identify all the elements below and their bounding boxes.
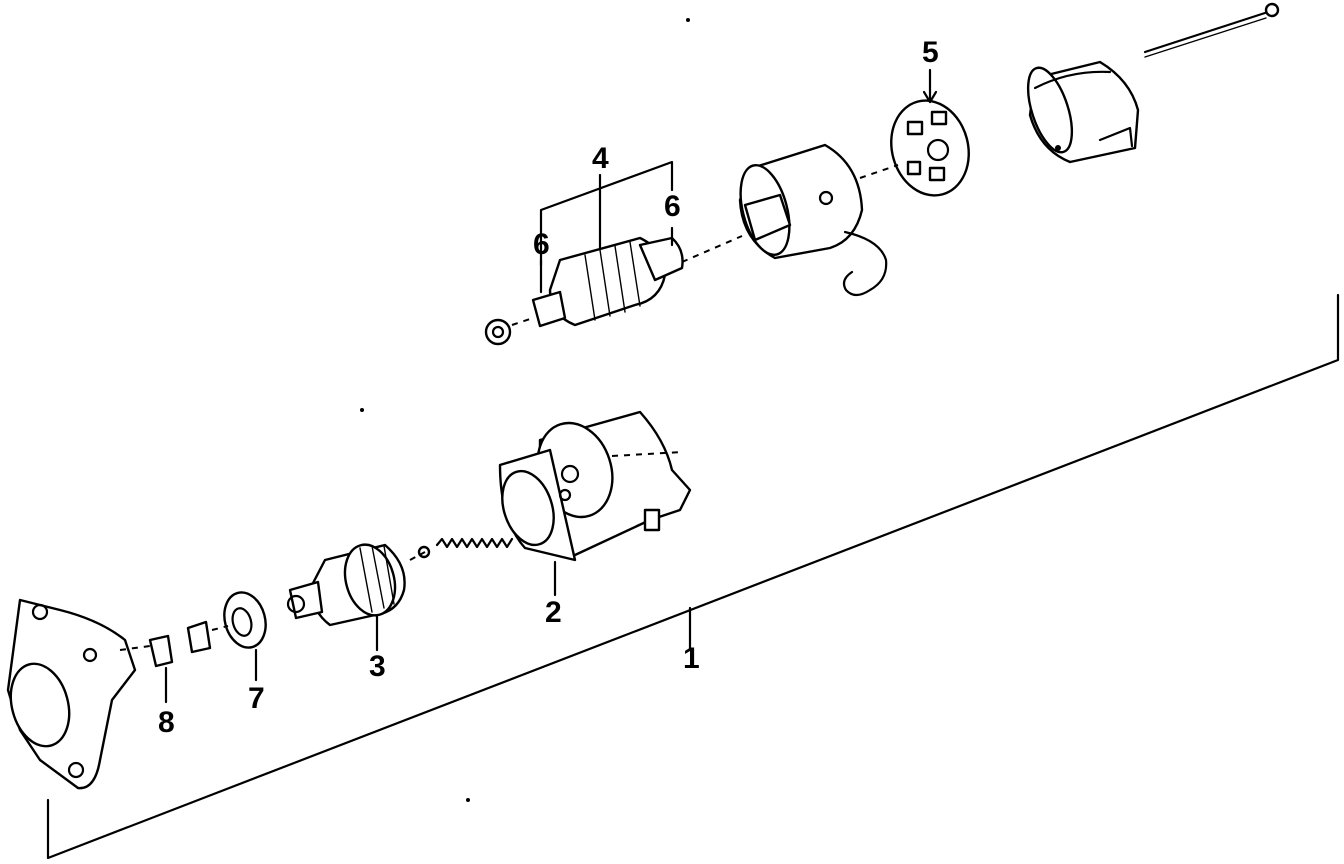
callout-armature: 4 bbox=[592, 142, 609, 175]
callout-brush-holder: 5 bbox=[922, 36, 939, 69]
spring bbox=[417, 537, 514, 559]
armature bbox=[484, 236, 684, 346]
clutch bbox=[286, 543, 406, 627]
center-lines bbox=[119, 164, 899, 651]
callout-bearing-right: 6 bbox=[664, 190, 681, 223]
callout-assembly: 1 bbox=[683, 642, 700, 675]
field-frame bbox=[738, 143, 888, 297]
idler-gear bbox=[223, 591, 267, 649]
through-bolt bbox=[1143, 2, 1280, 58]
retainer bbox=[148, 620, 212, 668]
front-housing bbox=[6, 598, 137, 790]
callout-drive-housing: 2 bbox=[545, 596, 562, 629]
leader-lines bbox=[164, 160, 674, 704]
callout-retainer: 8 bbox=[158, 706, 175, 739]
brush-holder bbox=[890, 68, 970, 197]
end-cover bbox=[1026, 60, 1140, 164]
callout-bearing-left: 6 bbox=[533, 228, 550, 261]
assembly-bracket bbox=[46, 293, 1340, 860]
drive-housing bbox=[498, 410, 692, 562]
callout-idler-gear: 7 bbox=[248, 682, 265, 715]
callout-clutch: 3 bbox=[369, 650, 386, 683]
